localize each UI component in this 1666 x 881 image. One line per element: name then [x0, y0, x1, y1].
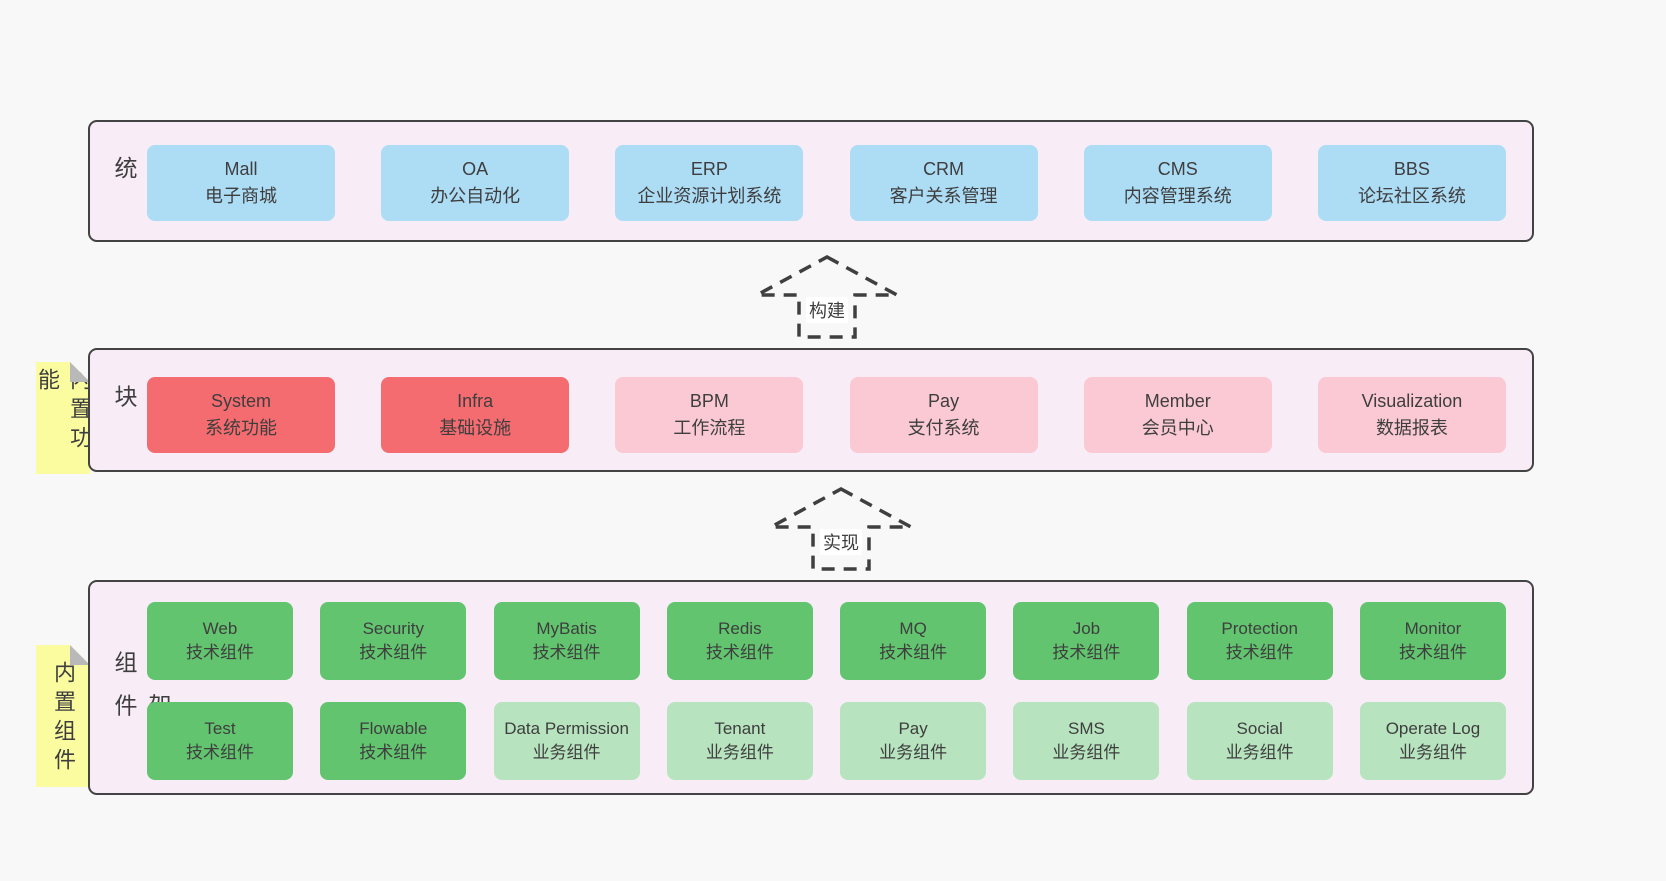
node-erp: ERP 企业资源计划系统: [615, 145, 804, 221]
node-subtitle: 基础设施: [439, 418, 512, 438]
node-crm: CRM 客户关系管理: [849, 145, 1038, 221]
node-subtitle: 技术组件: [1225, 643, 1294, 662]
panel-framework-components: 框架组件 Web 技术组件 Security 技术组件 MyBatis 技术组件…: [88, 580, 1534, 795]
node-data-permission: Data Permission 业务组件: [493, 702, 640, 780]
tab-label: 内置功能: [35, 368, 92, 455]
arrow-implement-label: 实现: [820, 529, 862, 555]
node-test: Test 技术组件: [147, 702, 293, 780]
node-bpm: BPM 工作流程: [615, 377, 804, 453]
node-mybatis: MyBatis 技术组件: [493, 602, 640, 680]
node-security: Security 技术组件: [320, 602, 467, 680]
node-name: MQ: [899, 619, 927, 638]
node-subtitle: 技术组件: [705, 643, 774, 662]
node-name: Protection: [1221, 619, 1298, 638]
node-subtitle: 技术组件: [359, 743, 428, 762]
node-subtitle: 技术组件: [186, 643, 254, 662]
node-subtitle: 业务组件: [532, 743, 601, 762]
node-name: OA: [462, 159, 489, 179]
node-subtitle: 业务组件: [879, 743, 948, 762]
node-monitor: Monitor 技术组件: [1359, 602, 1506, 680]
node-protection: Protection 技术组件: [1186, 602, 1333, 680]
node-name: Data Permission: [504, 719, 629, 738]
node-subtitle: 办公自动化: [430, 186, 521, 206]
node-name: CRM: [923, 159, 965, 179]
node-job: Job 技术组件: [1013, 602, 1160, 680]
node-name: CMS: [1157, 159, 1198, 179]
node-member: Member 会员中心: [1083, 377, 1272, 453]
tab-label: 内置组件: [51, 661, 76, 777]
node-name: System: [210, 391, 271, 411]
panel-business-systems: 业务系统 Mall 电子商城 OA 办公自动化 ERP 企业资源计划系统 CRM…: [88, 120, 1534, 242]
node-name: Member: [1144, 391, 1211, 411]
node-subtitle: 数据报表: [1375, 418, 1448, 438]
node-subtitle: 技术组件: [186, 743, 254, 762]
node-subtitle: 技术组件: [532, 643, 601, 662]
arrow-implement: 实现: [766, 485, 916, 573]
node-name: Tenant: [714, 719, 766, 738]
node-name: Monitor: [1404, 619, 1462, 638]
node-social: Social 业务组件: [1186, 702, 1333, 780]
node-subtitle: 支付系统: [907, 418, 980, 438]
node-infra: Infra 基础设施: [381, 377, 570, 453]
sticky-tab-built-in-features: 内置功能: [35, 362, 92, 474]
sticky-tab-built-in-components: 内置组件: [36, 645, 90, 787]
node-name: Web: [202, 619, 238, 638]
node-name: MyBatis: [536, 619, 597, 638]
node-subtitle: 论坛社区系统: [1357, 186, 1466, 206]
node-operate-log: Operate Log 业务组件: [1359, 702, 1506, 780]
node-name: BBS: [1393, 159, 1430, 179]
arrow-build-label: 构建: [806, 297, 848, 323]
node-subtitle: 工作流程: [673, 418, 746, 438]
node-pay-business: Pay 业务组件: [840, 702, 987, 780]
node-name: BPM: [689, 391, 729, 411]
node-subtitle: 内容管理系统: [1123, 186, 1232, 206]
node-subtitle: 业务组件: [1225, 743, 1294, 762]
folded-corner-icon: [70, 362, 90, 382]
node-subtitle: 技术组件: [879, 643, 948, 662]
folded-corner-icon: [70, 645, 90, 665]
node-subtitle: 企业资源计划系统: [637, 186, 782, 206]
node-pay: Pay 支付系统: [849, 377, 1038, 453]
node-system: System 系统功能: [147, 377, 335, 453]
node-name: Operate Log: [1385, 719, 1481, 738]
node-name: Visualization: [1361, 391, 1463, 411]
node-subtitle: 业务组件: [705, 743, 774, 762]
node-subtitle: 客户关系管理: [889, 186, 998, 206]
node-name: Test: [204, 719, 236, 738]
node-tenant: Tenant 业务组件: [666, 702, 813, 780]
node-subtitle: 系统功能: [205, 418, 277, 438]
node-redis: Redis 技术组件: [666, 602, 813, 680]
node-oa: OA 办公自动化: [381, 145, 570, 221]
node-subtitle: 业务组件: [1398, 743, 1467, 762]
node-name: Social: [1236, 719, 1283, 738]
arrow-build: 构建: [752, 253, 902, 341]
node-mall: Mall 电子商城: [147, 145, 335, 221]
node-sms: SMS 业务组件: [1013, 702, 1160, 780]
node-name: Infra: [457, 391, 494, 411]
node-name: Job: [1072, 619, 1101, 638]
node-name: Pay: [928, 391, 960, 411]
node-subtitle: 技术组件: [1052, 643, 1121, 662]
node-name: Pay: [898, 719, 928, 738]
node-cms: CMS 内容管理系统: [1083, 145, 1272, 221]
node-subtitle: 技术组件: [1398, 643, 1467, 662]
node-name: Security: [362, 619, 424, 638]
node-subtitle: 技术组件: [359, 643, 428, 662]
node-subtitle: 电子商城: [205, 186, 277, 206]
node-web: Web 技术组件: [147, 602, 293, 680]
node-subtitle: 会员中心: [1141, 418, 1214, 438]
node-name: Flowable: [359, 719, 428, 738]
node-name: ERP: [690, 159, 728, 179]
node-bbs: BBS 论坛社区系统: [1317, 145, 1506, 221]
node-name: Redis: [718, 619, 762, 638]
node-name: Mall: [224, 159, 258, 179]
panel-common-modules: 通用模块 System 系统功能 Infra 基础设施 BPM 工作流程 Pay…: [88, 348, 1534, 472]
node-flowable: Flowable 技术组件: [320, 702, 467, 780]
node-visualization: Visualization 数据报表: [1317, 377, 1506, 453]
node-mq: MQ 技术组件: [840, 602, 987, 680]
node-subtitle: 业务组件: [1052, 743, 1121, 762]
node-name: SMS: [1067, 719, 1105, 738]
